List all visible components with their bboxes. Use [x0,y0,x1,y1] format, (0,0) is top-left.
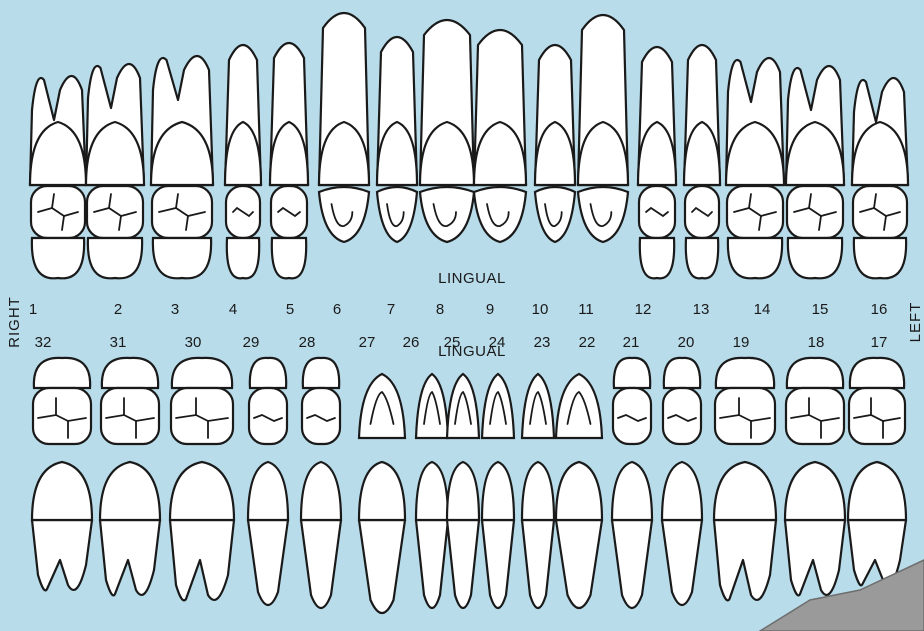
mandibular-tooth-number: 24 [489,334,506,351]
mandibular-tooth-number: 21 [623,334,640,351]
upper-tooth-6 [319,13,369,242]
mandibular-tooth-number: 20 [678,334,695,351]
mandibular-tooth-number: 25 [444,334,461,351]
mandibular-tooth-number: 31 [110,334,127,351]
maxillary-arch [30,13,908,278]
upper-tooth-5 [270,43,308,278]
maxillary-tooth-number: 5 [286,301,294,318]
lower-tooth-29 [248,358,288,605]
left-side-label: LEFT [907,302,924,343]
upper-tooth-1 [30,76,86,278]
right-side-label: RIGHT [6,296,23,348]
instrument-corner [760,560,924,631]
mandibular-tooth-number: 28 [299,334,316,351]
lower-tooth-24 [482,374,514,608]
upper-tooth-14 [726,58,784,278]
lower-tooth-22 [556,374,602,608]
maxillary-tooth-number: 12 [635,301,652,318]
lower-tooth-28 [301,358,341,608]
lower-tooth-27 [359,374,405,613]
lingual-label-upper: LINGUAL [438,270,506,287]
maxillary-tooth-number: 8 [436,301,444,318]
maxillary-tooth-number: 11 [578,301,594,318]
maxillary-tooth-number: 16 [871,301,888,318]
mandibular-arch [32,358,906,613]
mandibular-tooth-number: 32 [35,334,52,351]
upper-tooth-15 [786,66,844,278]
maxillary-tooth-number: 13 [693,301,710,318]
lower-tooth-31 [100,358,160,596]
upper-tooth-3 [151,56,213,278]
maxillary-tooth-number: 6 [333,301,341,318]
mandibular-tooth-number: 27 [359,334,376,351]
maxillary-tooth-number: 10 [532,301,549,318]
lower-tooth-17 [848,358,906,586]
upper-tooth-10 [535,45,575,242]
upper-tooth-16 [852,78,908,278]
lower-tooth-30 [170,358,234,601]
maxillary-tooth-number: 3 [171,301,179,318]
maxillary-tooth-number: 1 [29,301,37,318]
mandibular-tooth-number: 18 [808,334,825,351]
upper-tooth-12 [638,47,676,278]
upper-tooth-7 [377,37,417,242]
upper-tooth-2 [86,64,144,278]
upper-tooth-4 [225,45,261,278]
upper-tooth-8 [420,20,474,242]
maxillary-tooth-number: 7 [387,301,395,318]
lower-tooth-26 [416,374,448,608]
mandibular-tooth-number: 22 [579,334,596,351]
lower-tooth-18 [785,358,845,596]
maxillary-tooth-number: 14 [754,301,771,318]
lower-tooth-20 [662,358,702,605]
maxillary-tooth-number: 2 [114,301,122,318]
lower-tooth-21 [612,358,652,608]
maxillary-tooth-number: 15 [812,301,829,318]
mandibular-tooth-number: 30 [185,334,202,351]
mandibular-tooth-number: 26 [403,334,420,351]
lower-tooth-25 [447,374,479,608]
upper-tooth-13 [684,45,720,278]
mandibular-tooth-number: 23 [534,334,551,351]
mandibular-tooth-number: 19 [733,334,750,351]
mandibular-tooth-number: 17 [871,334,888,351]
lower-tooth-19 [714,358,776,601]
upper-tooth-9 [474,30,526,242]
lower-tooth-32 [32,358,92,591]
upper-tooth-11 [578,15,628,242]
chart-labels: LINGUAL LINGUAL RIGHT LEFT [6,270,924,360]
lower-tooth-23 [522,374,554,608]
maxillary-tooth-number: 4 [229,301,237,318]
mandibular-tooth-number: 29 [243,334,260,351]
maxillary-tooth-number: 9 [486,301,494,318]
